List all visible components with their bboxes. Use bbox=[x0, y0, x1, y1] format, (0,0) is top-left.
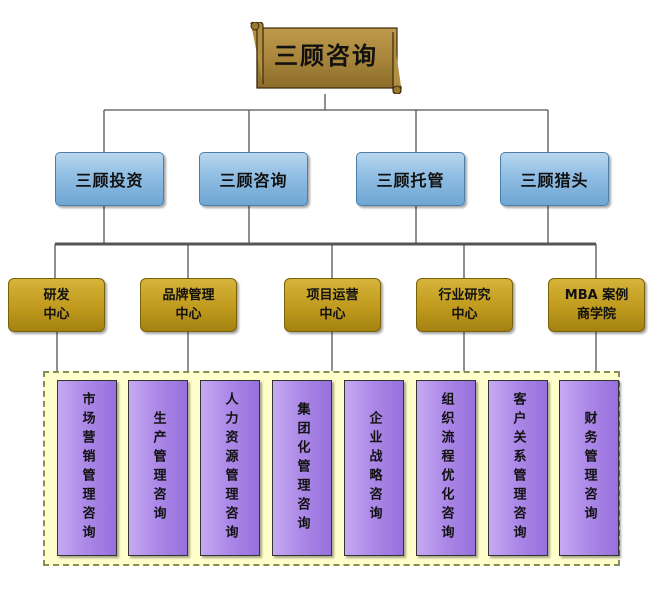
service-label: 企业战略咨询 bbox=[366, 411, 382, 525]
root-node: 三顾咨询 bbox=[247, 22, 403, 94]
level2-node-research: 行业研究 中心 bbox=[416, 278, 513, 332]
level1-node-trusteeship: 三顾托管 bbox=[356, 152, 465, 206]
service-group: 集团化管理咨询 bbox=[272, 380, 332, 556]
level2-label: 研发 中心 bbox=[43, 288, 70, 322]
service-label: 生产管理咨询 bbox=[150, 411, 166, 525]
root-title: 三顾咨询 bbox=[274, 42, 378, 70]
level2-node-brand: 品牌管理 中心 bbox=[140, 278, 237, 332]
service-label: 人力资源管理咨询 bbox=[222, 392, 238, 544]
service-strategy: 企业战略咨询 bbox=[344, 380, 404, 556]
service-organization: 组织流程优化咨询 bbox=[416, 380, 476, 556]
level2-label: 行业研究 中心 bbox=[438, 288, 491, 322]
level1-node-consulting: 三顾咨询 bbox=[199, 152, 308, 206]
service-label: 组织流程优化咨询 bbox=[438, 392, 454, 544]
service-hr: 人力资源管理咨询 bbox=[200, 380, 260, 556]
level2-label: 品牌管理 中心 bbox=[162, 288, 215, 322]
level1-node-investment: 三顾投资 bbox=[55, 152, 164, 206]
level2-node-operations: 项目运营 中心 bbox=[284, 278, 381, 332]
service-crm: 客户关系管理咨询 bbox=[488, 380, 548, 556]
level2-label: MBA 案例 商学院 bbox=[564, 288, 629, 322]
level2-label: 项目运营 中心 bbox=[306, 288, 359, 322]
service-marketing: 市场营销管理咨询 bbox=[57, 380, 117, 556]
level2-node-rd: 研发 中心 bbox=[8, 278, 105, 332]
service-label: 集团化管理咨询 bbox=[294, 401, 310, 535]
service-label: 财务管理咨询 bbox=[581, 411, 597, 525]
level2-node-mba: MBA 案例 商学院 bbox=[548, 278, 645, 332]
service-label: 客户关系管理咨询 bbox=[510, 392, 526, 544]
level1-node-headhunting: 三顾猎头 bbox=[500, 152, 609, 206]
scroll-shape bbox=[250, 22, 402, 94]
service-label: 市场营销管理咨询 bbox=[79, 392, 95, 544]
service-production: 生产管理咨询 bbox=[128, 380, 188, 556]
service-finance: 财务管理咨询 bbox=[559, 380, 619, 556]
